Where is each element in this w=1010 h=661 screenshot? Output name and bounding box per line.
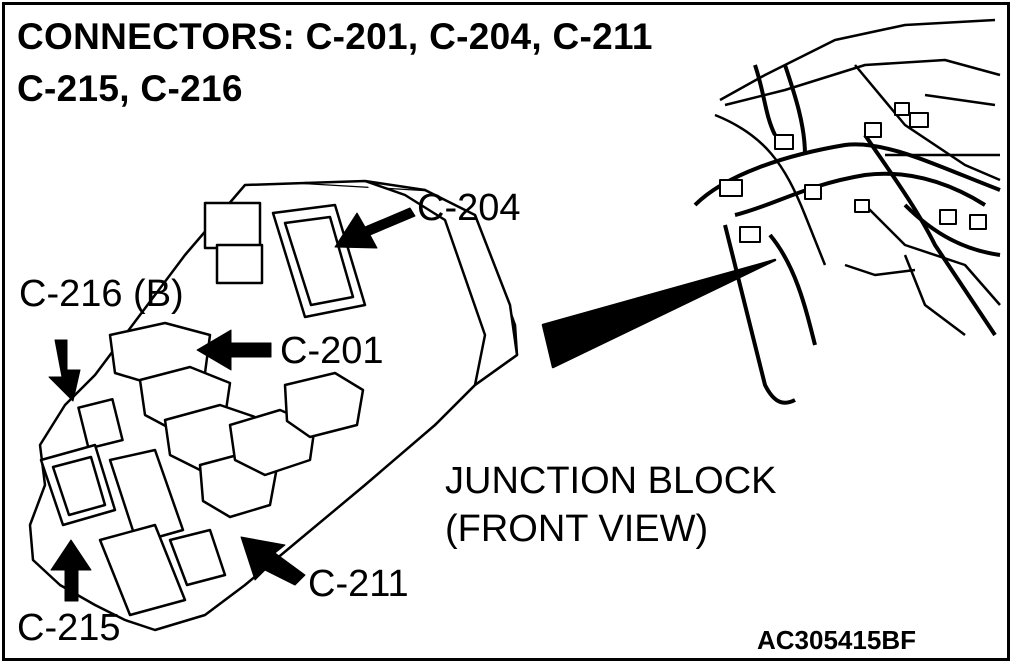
arrow-c201 (196, 329, 272, 371)
label-c204: C-204 (417, 187, 521, 229)
diagram-illustration (28, 18, 1001, 632)
label-c216b: C-216 (B) (19, 273, 184, 315)
arrow-c204 (334, 207, 416, 249)
title-line-2: C-215, C-216 (17, 68, 243, 109)
arrow-c215 (50, 539, 92, 602)
title-line-1: CONNECTORS: C-201, C-204, C-211 (17, 16, 653, 57)
fuse-block-1 (203, 201, 262, 250)
figure-code: AC305415BF (757, 625, 916, 655)
arrow-c211 (240, 536, 306, 586)
dashboard-harness (714, 18, 1001, 336)
connector-lower-2 (98, 523, 187, 617)
connector-lower-1 (108, 448, 185, 545)
label-c211: C-211 (308, 563, 409, 605)
caption-line-2: (FRONT VIEW) (445, 508, 709, 550)
label-c201: C-201 (280, 330, 384, 372)
fuse-block-2 (215, 243, 264, 285)
leader-wedge (541, 258, 777, 369)
arrow-c216b (48, 339, 81, 402)
connector-c216b (77, 398, 124, 450)
relay-6 (283, 371, 365, 439)
label-c215: C-215 (17, 607, 121, 649)
connector-c204 (271, 203, 367, 319)
connector-c211 (168, 528, 227, 587)
caption-line-1: JUNCTION BLOCK (445, 460, 777, 502)
junction-block-caption: JUNCTION BLOCK (FRONT VIEW) (445, 457, 776, 553)
junction-block (28, 179, 519, 632)
diagram-title: CONNECTORS: C-201, C-204, C-211 C-215, C… (17, 11, 653, 115)
harness-connectors (719, 102, 987, 243)
